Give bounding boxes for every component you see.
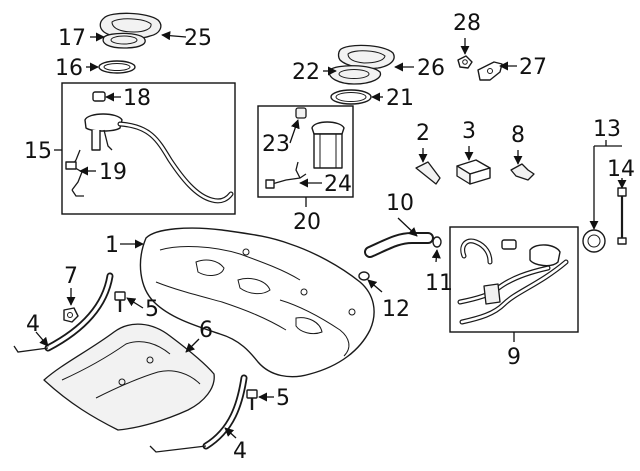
rod-14 — [617, 187, 627, 245]
seal-plate — [102, 32, 146, 49]
callout-24: 24 — [324, 172, 352, 197]
lock-ring-plate — [99, 12, 162, 39]
bracket-8 — [510, 163, 535, 181]
strap-right — [149, 374, 248, 453]
callout-12: 12 — [382, 297, 410, 322]
callout-26: 26 — [417, 56, 445, 81]
callout-16: 16 — [55, 56, 83, 81]
bracket-27 — [477, 61, 503, 81]
filler-pipe-assembly — [457, 238, 569, 325]
fuel-pump-assembly — [65, 91, 234, 204]
fuel-pump-module-box — [61, 82, 236, 215]
callout-25: 25 — [184, 26, 212, 51]
callout-3: 3 — [462, 119, 476, 144]
callout-11: 11 — [425, 271, 453, 296]
callout-6: 6 — [199, 318, 213, 343]
callout-17: 17 — [58, 26, 86, 51]
callout-10: 10 — [386, 191, 414, 216]
fuel-tank — [139, 227, 375, 378]
callout-20: 20 — [293, 210, 321, 235]
heat-shield — [43, 323, 215, 431]
callout-14: 14 — [607, 157, 635, 182]
bolt-5-lower — [246, 389, 258, 410]
callout-7: 7 — [64, 264, 78, 289]
callout-5-upper: 5 — [145, 297, 159, 322]
callout-4-left: 4 — [26, 312, 40, 337]
heat-shield-2 — [415, 161, 441, 185]
nut-7 — [63, 307, 79, 323]
callout-4-right: 4 — [233, 439, 247, 464]
bolt-5-upper — [114, 291, 126, 312]
clamp-11 — [432, 236, 442, 248]
fuel-level-sender — [265, 107, 345, 189]
callout-13: 13 — [593, 117, 621, 142]
module-3 — [456, 159, 491, 185]
strap-left — [13, 272, 114, 353]
callout-18: 18 — [123, 86, 151, 111]
callout-23: 23 — [262, 132, 290, 157]
callout-9: 9 — [507, 345, 521, 370]
callout-5-lower: 5 — [276, 386, 290, 411]
clip-28 — [457, 55, 473, 69]
clamp-12 — [358, 271, 370, 281]
callout-21: 21 — [386, 86, 414, 111]
callout-28: 28 — [453, 11, 481, 36]
callout-1: 1 — [105, 233, 119, 258]
lock-ring-plate-right — [337, 44, 395, 70]
callout-2: 2 — [416, 121, 430, 146]
leader-lines — [35, 31, 627, 439]
callout-labels: 25 17 16 18 15 19 26 22 21 23 24 20 28 2… — [24, 11, 635, 464]
filler-cap — [582, 229, 606, 253]
callout-15: 15 — [24, 139, 52, 164]
callout-27: 27 — [519, 55, 547, 80]
callout-8: 8 — [511, 123, 525, 148]
seal-plate-right — [328, 65, 382, 85]
callout-19: 19 — [99, 160, 127, 185]
callout-22: 22 — [292, 60, 320, 85]
